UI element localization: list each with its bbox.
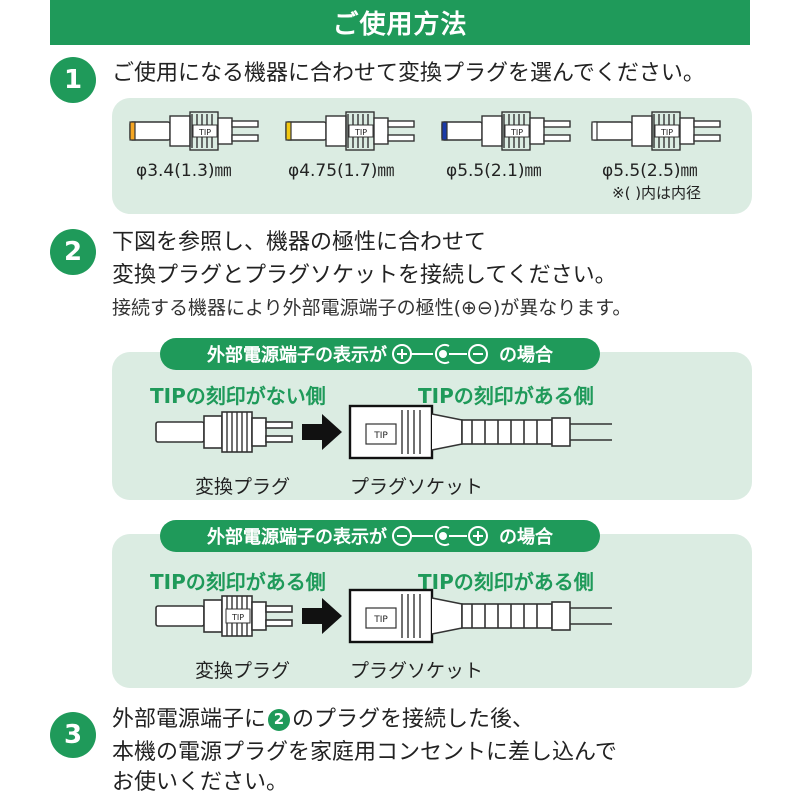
svg-text:TIP: TIP xyxy=(231,613,244,622)
plug-socket-caption: プラグソケット xyxy=(350,476,484,498)
plug-socket-caption: プラグソケット xyxy=(350,660,484,682)
step-1-number: 1 xyxy=(50,57,96,103)
tip-side-label: TIPの刻印がある側 xyxy=(150,570,326,594)
polarity-center-negative-icon xyxy=(391,525,495,547)
connection-diagram-1: TIP xyxy=(155,404,612,460)
step-2-reference-badge: 2 xyxy=(268,708,291,731)
plug-size-label: φ4.75(1.7)㎜ xyxy=(288,161,395,181)
polarity-case-1-title: 外部電源端子の表示が の場合 xyxy=(160,338,600,370)
inner-diameter-note: ※( )内は内径 xyxy=(612,184,702,202)
svg-text:TIP: TIP xyxy=(510,128,523,137)
pill-prefix: 外部電源端子の表示が xyxy=(207,345,387,366)
page-title: ご使用方法 xyxy=(50,0,750,45)
conversion-plug-caption: 変換プラグ xyxy=(195,476,291,498)
step-3-line-3: お使いください。 xyxy=(112,770,289,795)
svg-text:TIP: TIP xyxy=(354,128,367,137)
step-3-line-2: 本機の電源プラグを家庭用コンセントに差し込んで xyxy=(112,740,617,765)
connection-diagram-2: TIP TIP xyxy=(155,588,612,644)
polarity-center-positive-icon xyxy=(391,343,495,365)
tip-side-label: TIPの刻印がある側 xyxy=(418,570,594,594)
step-2-polarity-note: 接続する機器により外部電源端子の極性(⊕⊖)が異なります。 xyxy=(112,297,632,319)
svg-text:TIP: TIP xyxy=(373,615,388,625)
plug-size-label: φ5.5(2.1)㎜ xyxy=(446,161,542,181)
svg-text:TIP: TIP xyxy=(373,431,388,441)
step-3-text-a: 外部電源端子に xyxy=(112,707,267,732)
plug-size-label: φ3.4(1.3)㎜ xyxy=(136,161,232,181)
conversion-plug-caption: 変換プラグ xyxy=(195,660,291,682)
pill-suffix: の場合 xyxy=(499,345,553,366)
svg-text:TIP: TIP xyxy=(198,128,211,137)
tip-side-label: TIPの刻印がある側 xyxy=(418,384,594,408)
pill-suffix: の場合 xyxy=(499,527,553,548)
plug-illustrations: TIP TIP TIP TIP xyxy=(129,111,721,151)
svg-text:TIP: TIP xyxy=(660,128,673,137)
step-2-line-2: 変換プラグとプラグソケットを接続してください。 xyxy=(112,263,617,288)
polarity-case-2-title: 外部電源端子の表示が の場合 xyxy=(160,520,600,552)
step-1-text: ご使用になる機器に合わせて変換プラグを選んでください。 xyxy=(112,61,705,86)
no-tip-side-label: TIPの刻印がない側 xyxy=(150,384,326,408)
step-2-line-1: 下図を参照し、機器の極性に合わせて xyxy=(112,230,487,255)
plug-size-label: φ5.5(2.5)㎜ xyxy=(602,161,698,181)
plug-selection-panel: TIP TIP TIP TIP φ3.4(1.3)㎜ φ4.75(1.7)㎜ φ5.5… xyxy=(112,98,752,214)
pill-prefix: 外部電源端子の表示が xyxy=(207,527,387,548)
step-3-text-b: のプラグを接続した後、 xyxy=(292,707,535,732)
step-2-number: 2 xyxy=(50,229,96,275)
step-3-number: 3 xyxy=(50,712,96,758)
